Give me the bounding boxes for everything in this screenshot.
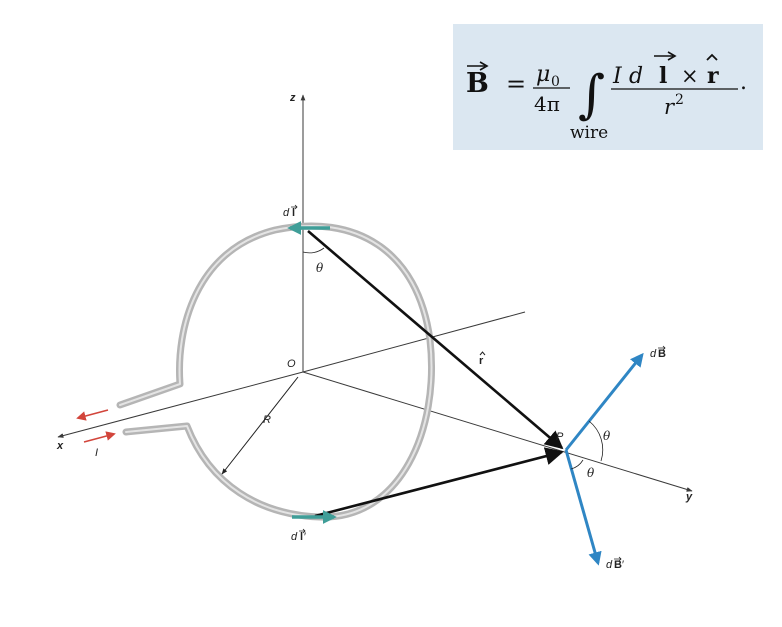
formula-four-pi: 4π — [534, 92, 560, 116]
radius-label: R — [263, 414, 271, 426]
db-prime-label-b: B — [614, 559, 622, 571]
theta-arc-lower — [570, 459, 584, 470]
formula-lhs-b: B — [466, 68, 489, 99]
dl-bottom-label: d l ′ — [291, 528, 306, 543]
formula-mu: μ — [536, 62, 550, 87]
theta-arc-upper — [588, 420, 604, 462]
current-in-arrow — [83, 431, 116, 443]
dl-bottom-label-prime: ′ — [304, 531, 306, 543]
y-axis-label: y — [685, 491, 693, 503]
dl-top-label: d l — [283, 204, 298, 219]
dl-bottom-label-l: l — [300, 531, 303, 543]
formula-integral-limit: wire — [570, 123, 608, 143]
x-axis-label: x — [56, 440, 64, 452]
radius-arrow — [221, 376, 299, 475]
current-label: I — [95, 447, 98, 459]
formula-box — [453, 24, 763, 150]
y-axis — [302, 371, 693, 492]
formula-cross: × — [681, 64, 699, 88]
theta-arc-top — [302, 247, 325, 254]
db-prime-label: d B ′ — [606, 556, 624, 571]
vector-arrow-icon — [291, 204, 298, 210]
wire-loop — [116, 222, 435, 521]
hat-icon — [479, 351, 486, 356]
db-prime-label-prime: ′ — [622, 559, 624, 571]
dl-top-label-d: d — [283, 207, 290, 219]
formula-r-exponent: 2 — [675, 92, 684, 108]
wire-loop-highlight — [119, 225, 433, 519]
formula-equals: = — [506, 70, 526, 98]
theta-label-upper: θ — [603, 429, 611, 443]
vector-arrow-icon — [479, 61, 489, 71]
current-out-arrow — [76, 409, 109, 421]
x-axis — [57, 371, 304, 438]
current-loop — [116, 222, 435, 521]
r-hat-label: r — [479, 355, 484, 367]
formula-integral-sign: ∫ — [578, 65, 605, 125]
x-axis-back — [302, 311, 526, 373]
hat-icon — [706, 53, 718, 61]
vector-arrow-icon — [614, 556, 622, 562]
axes: z x y O — [56, 92, 693, 503]
vector-arrow-icon — [299, 528, 306, 534]
r-vector-top — [307, 230, 564, 450]
current-arrows: I — [76, 409, 116, 459]
theta-label-top: θ — [316, 261, 324, 275]
formula-r-hat: r — [707, 63, 719, 89]
formula-l: l — [659, 63, 667, 89]
db-arrow — [564, 352, 644, 451]
db-label-d: d — [650, 348, 657, 360]
z-axis-label: z — [289, 92, 296, 104]
formula-d: d — [629, 64, 643, 89]
r-vector-bottom — [314, 447, 564, 518]
point-p-label: P — [556, 431, 564, 443]
theta-label-lower: θ — [587, 466, 595, 480]
origin-label: O — [287, 358, 296, 370]
db-label: d B — [650, 345, 666, 360]
vector-arrow-icon — [658, 345, 666, 351]
biot-savart-formula: B = μ 0 4π ∫ wire I d l × r r 2 . — [466, 51, 747, 143]
formula-mu-subscript: 0 — [551, 74, 560, 90]
formula-current-i: I — [612, 64, 623, 89]
dl-bottom-label-d: d — [291, 531, 298, 543]
formula-r: r — [664, 95, 676, 119]
dl-top-label-l: l — [292, 207, 295, 219]
db-label-b: B — [658, 348, 666, 360]
vector-arrow-icon — [667, 51, 677, 61]
db-prime-label-d: d — [606, 559, 613, 571]
formula-period: . — [740, 70, 747, 95]
